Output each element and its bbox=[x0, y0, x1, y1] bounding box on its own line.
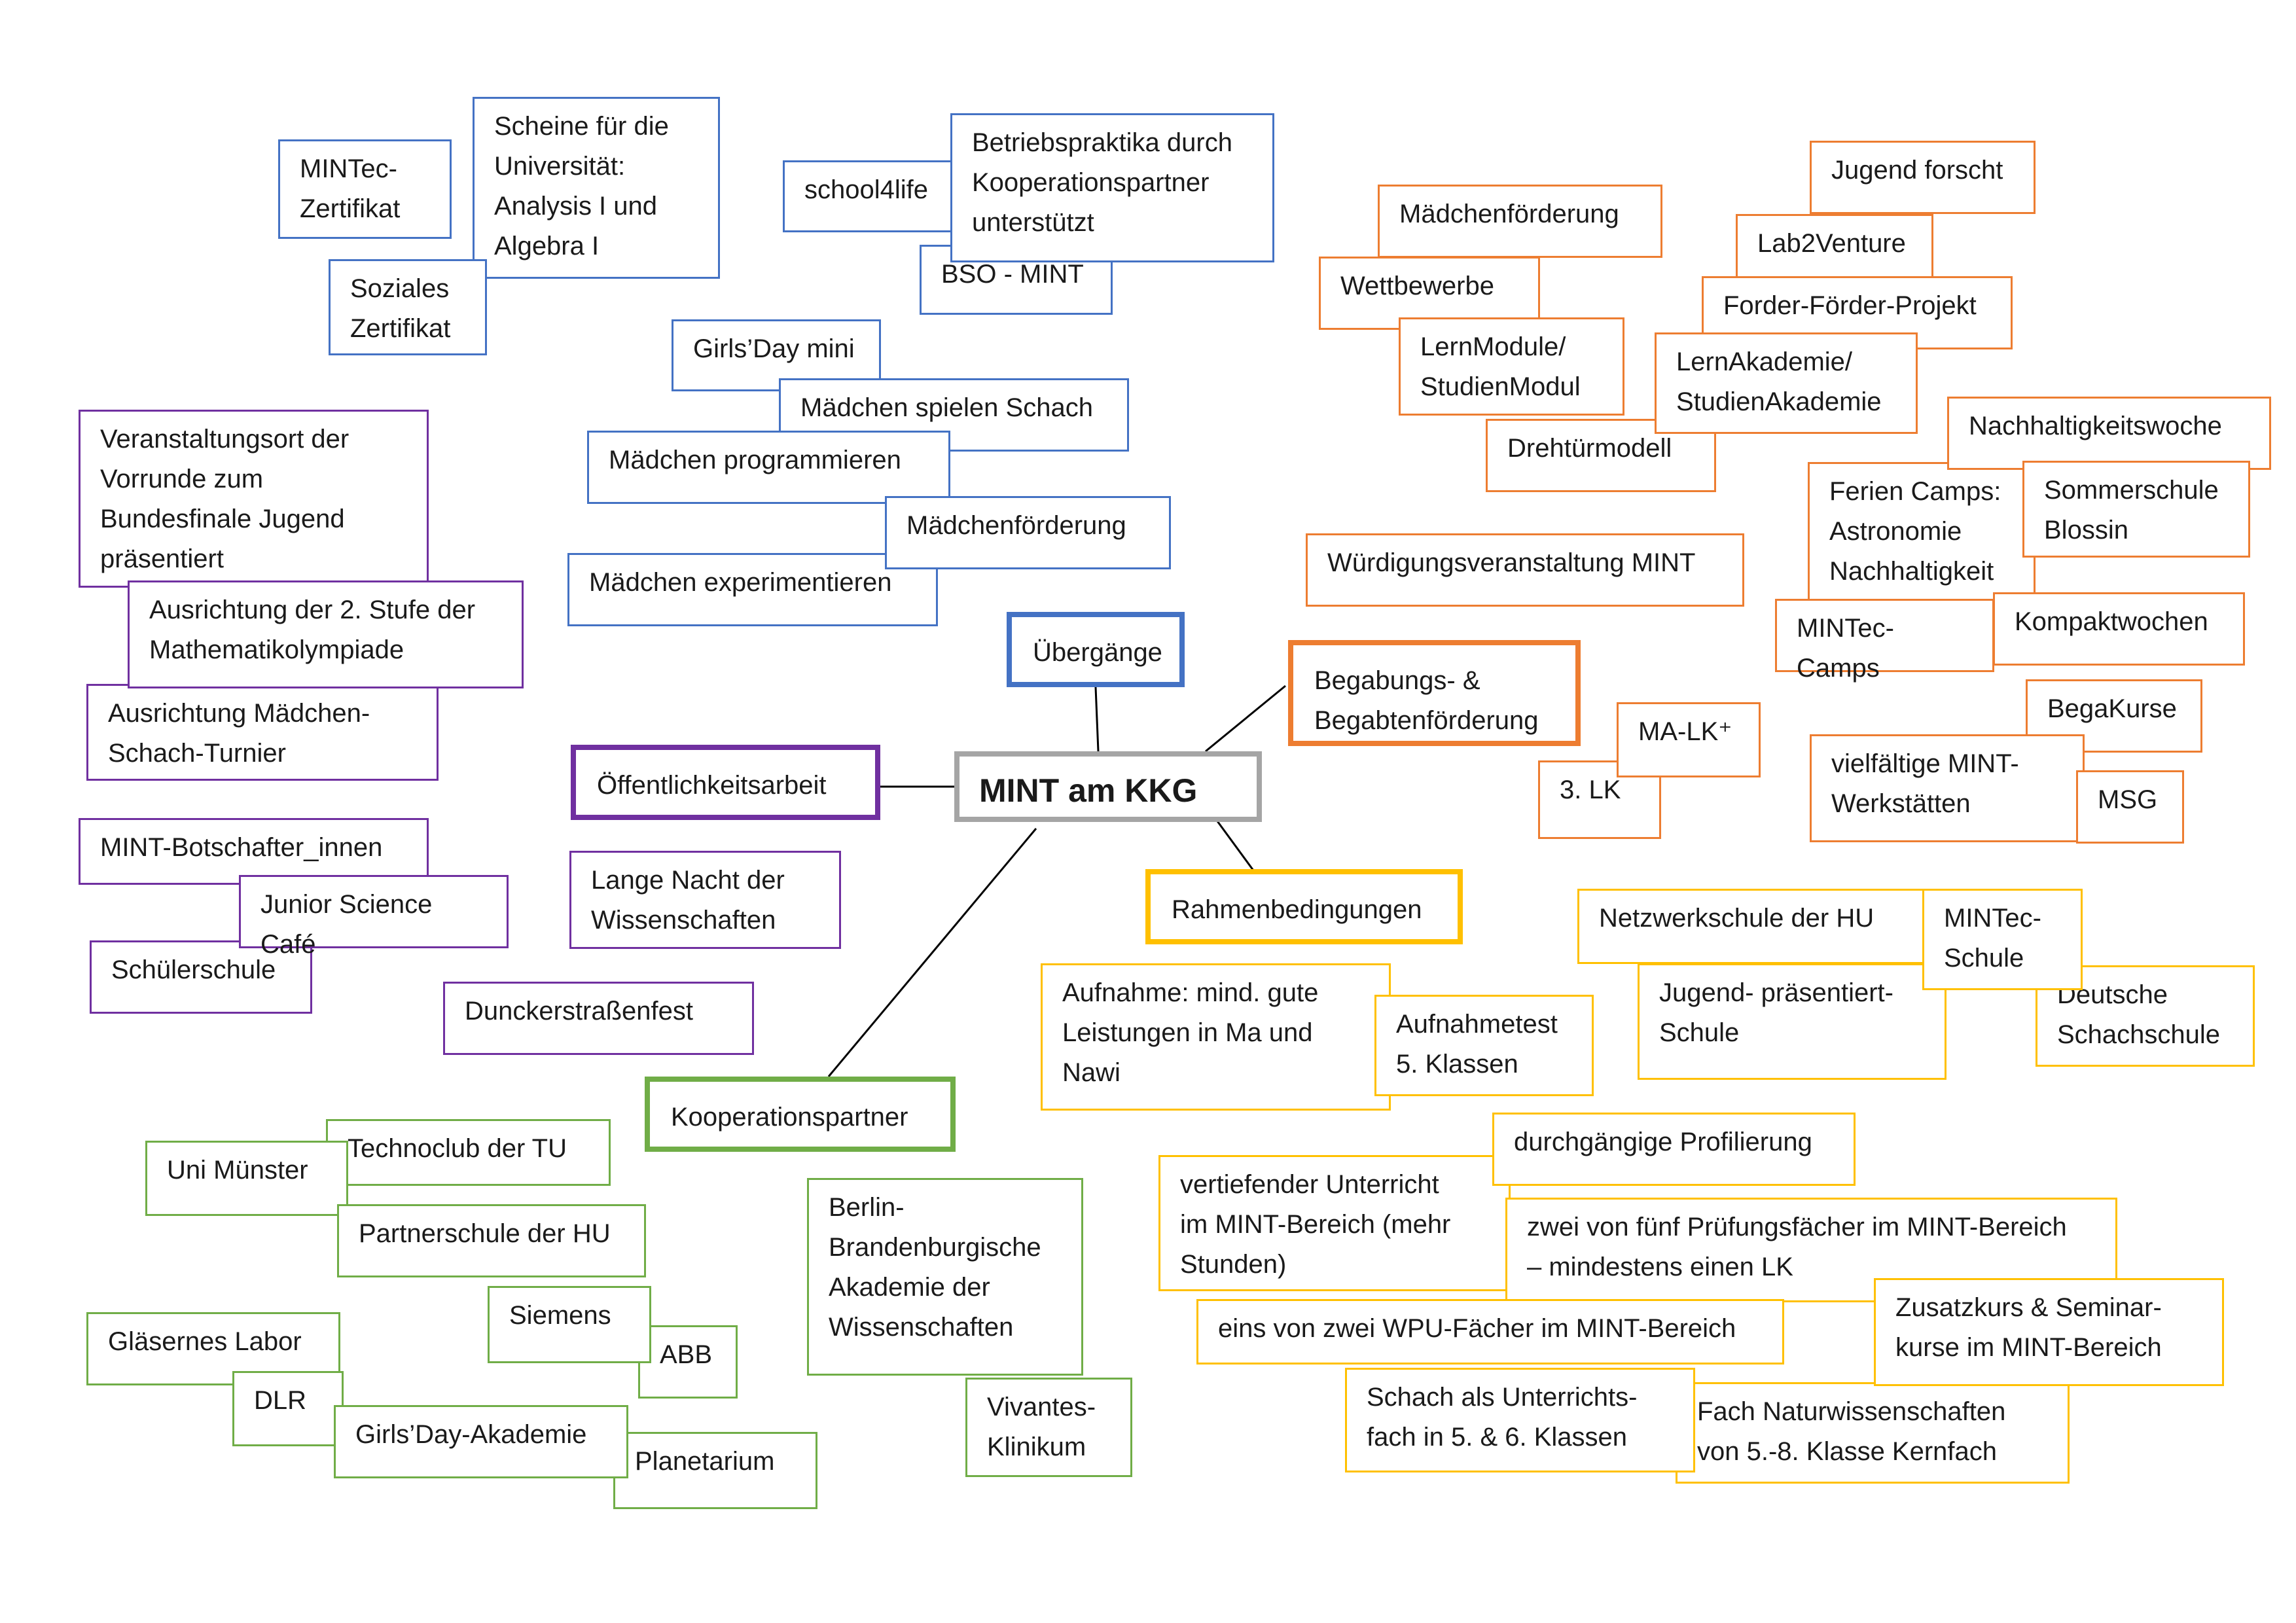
node-maedchen-experimentieren: Mädchen experimentieren bbox=[567, 553, 938, 626]
connector-uebergaenge bbox=[1094, 687, 1100, 752]
node-girlsday-akademie: Girls’Day-Akademie bbox=[334, 1405, 628, 1478]
node-bbaw: Berlin- Brandenburgische Akademie der Wi… bbox=[807, 1178, 1083, 1376]
node-aufnahme: Aufnahme: mind. gute Leistungen in Ma un… bbox=[1041, 963, 1391, 1111]
node-ferien-camps: Ferien Camps: Astronomie Nachhaltigkeit bbox=[1808, 462, 2036, 607]
node-maedchen-programmieren: Mädchen programmieren bbox=[587, 431, 950, 504]
node-mintec-camps: MINTec-Camps bbox=[1775, 599, 1994, 683]
category-begabung: Begabungs- & Begabtenförderung bbox=[1288, 640, 1581, 746]
node-werkstaetten: vielfältige MINT- Werkstätten bbox=[1810, 734, 2085, 842]
node-msg: MSG bbox=[2076, 770, 2184, 844]
node-school4life: school4life bbox=[783, 160, 971, 232]
category-oeffentlichkeit: Öffentlichkeitsarbeit bbox=[571, 745, 880, 820]
node-maedchenfoerderung-orange: Mädchenförderung bbox=[1378, 185, 1662, 258]
node-partnerschule: Partnerschule der HU bbox=[337, 1204, 646, 1277]
node-lernmodule: LernModule/ StudienModul bbox=[1399, 317, 1624, 416]
node-lange-nacht: Lange Nacht der Wissenschaften bbox=[569, 851, 841, 949]
connector-begabung bbox=[1205, 685, 1286, 753]
category-kooperation: Kooperationspartner bbox=[645, 1077, 956, 1152]
node-vertiefender: vertiefender Unterricht im MINT-Bereich … bbox=[1158, 1155, 1511, 1291]
node-schach-fach: Schach als Unterrichts- fach in 5. & 6. … bbox=[1345, 1368, 1695, 1472]
center-node: MINT am KKG bbox=[954, 751, 1262, 822]
node-lernakademie: LernAkademie/ StudienAkademie bbox=[1655, 332, 1918, 434]
node-technoclub: Technoclub der TU bbox=[326, 1119, 611, 1186]
node-wpu: eins von zwei WPU-Fächer im MINT-Bereich bbox=[1196, 1299, 1784, 1364]
node-lab2venture: Lab2Venture bbox=[1736, 214, 1933, 283]
node-naturwissenschaften: Fach Naturwissenschaften von 5.-8. Klass… bbox=[1676, 1382, 2070, 1484]
category-uebergaenge: Übergänge bbox=[1007, 612, 1185, 687]
node-junior-science: Junior Science Café bbox=[239, 875, 509, 959]
node-dunckerstrassenfest: Dunckerstraßenfest bbox=[443, 982, 754, 1055]
node-girlsday-mini: Girls’Day mini bbox=[672, 319, 881, 391]
node-nachhaltigkeitswoche: Nachhaltigkeitswoche bbox=[1947, 397, 2271, 470]
node-jugend-forscht: Jugend forscht bbox=[1810, 141, 2036, 214]
node-kompaktwochen: Kompaktwochen bbox=[1993, 592, 2245, 666]
node-profilierung: durchgängige Profilierung bbox=[1492, 1113, 1856, 1186]
node-betriebspraktika: Betriebspraktika durch Kooperationspartn… bbox=[950, 113, 1274, 262]
node-veranstaltungsort: Veranstaltungsort der Vorrunde zum Bunde… bbox=[79, 410, 429, 588]
node-jugend-praesentiert: Jugend- präsentiert- Schule bbox=[1638, 963, 1946, 1080]
node-ma-lk: MA-LK⁺ bbox=[1617, 702, 1761, 777]
node-wuerdigung: Würdigungsveranstaltung MINT bbox=[1306, 533, 1744, 607]
node-zusatzkurs: Zusatzkurs & Seminar- kurse im MINT-Bere… bbox=[1874, 1278, 2224, 1386]
connector-rahmen bbox=[1213, 816, 1255, 871]
node-mintec-zertifikat: MINTec- Zertifikat bbox=[278, 139, 452, 239]
node-planetarium: Planetarium bbox=[613, 1432, 817, 1509]
node-uni-muenster: Uni Münster bbox=[145, 1141, 348, 1216]
node-forder-foerder: Forder-Förder-Projekt bbox=[1702, 276, 2013, 349]
node-abb: ABB bbox=[638, 1325, 738, 1399]
node-schuelerschule: Schülerschule bbox=[90, 940, 312, 1014]
node-schach-turnier: Ausrichtung Mädchen- Schach-Turnier bbox=[86, 684, 439, 781]
connector-kooperation bbox=[827, 828, 1037, 1077]
node-mathematikolympiade: Ausrichtung der 2. Stufe der Mathematiko… bbox=[128, 580, 524, 688]
node-netzwerkschule: Netzwerkschule der HU bbox=[1577, 889, 1931, 964]
node-mintec-schule: MINTec- Schule bbox=[1922, 889, 2083, 990]
node-sommerschule: Sommerschule Blossin bbox=[2022, 461, 2250, 558]
node-vivantes: Vivantes- Klinikum bbox=[965, 1378, 1132, 1477]
node-maedchenfoerderung-blue: Mädchenförderung bbox=[885, 496, 1171, 569]
node-soziales-zertifikat: Soziales Zertifikat bbox=[329, 259, 487, 355]
node-siemens: Siemens bbox=[488, 1286, 651, 1363]
node-dlr: DLR bbox=[232, 1371, 344, 1446]
node-aufnahmetest: Aufnahmetest 5. Klassen bbox=[1374, 995, 1594, 1096]
node-scheine: Scheine für die Universität: Analysis I … bbox=[473, 97, 720, 279]
category-rahmen: Rahmenbedingungen bbox=[1145, 869, 1463, 944]
